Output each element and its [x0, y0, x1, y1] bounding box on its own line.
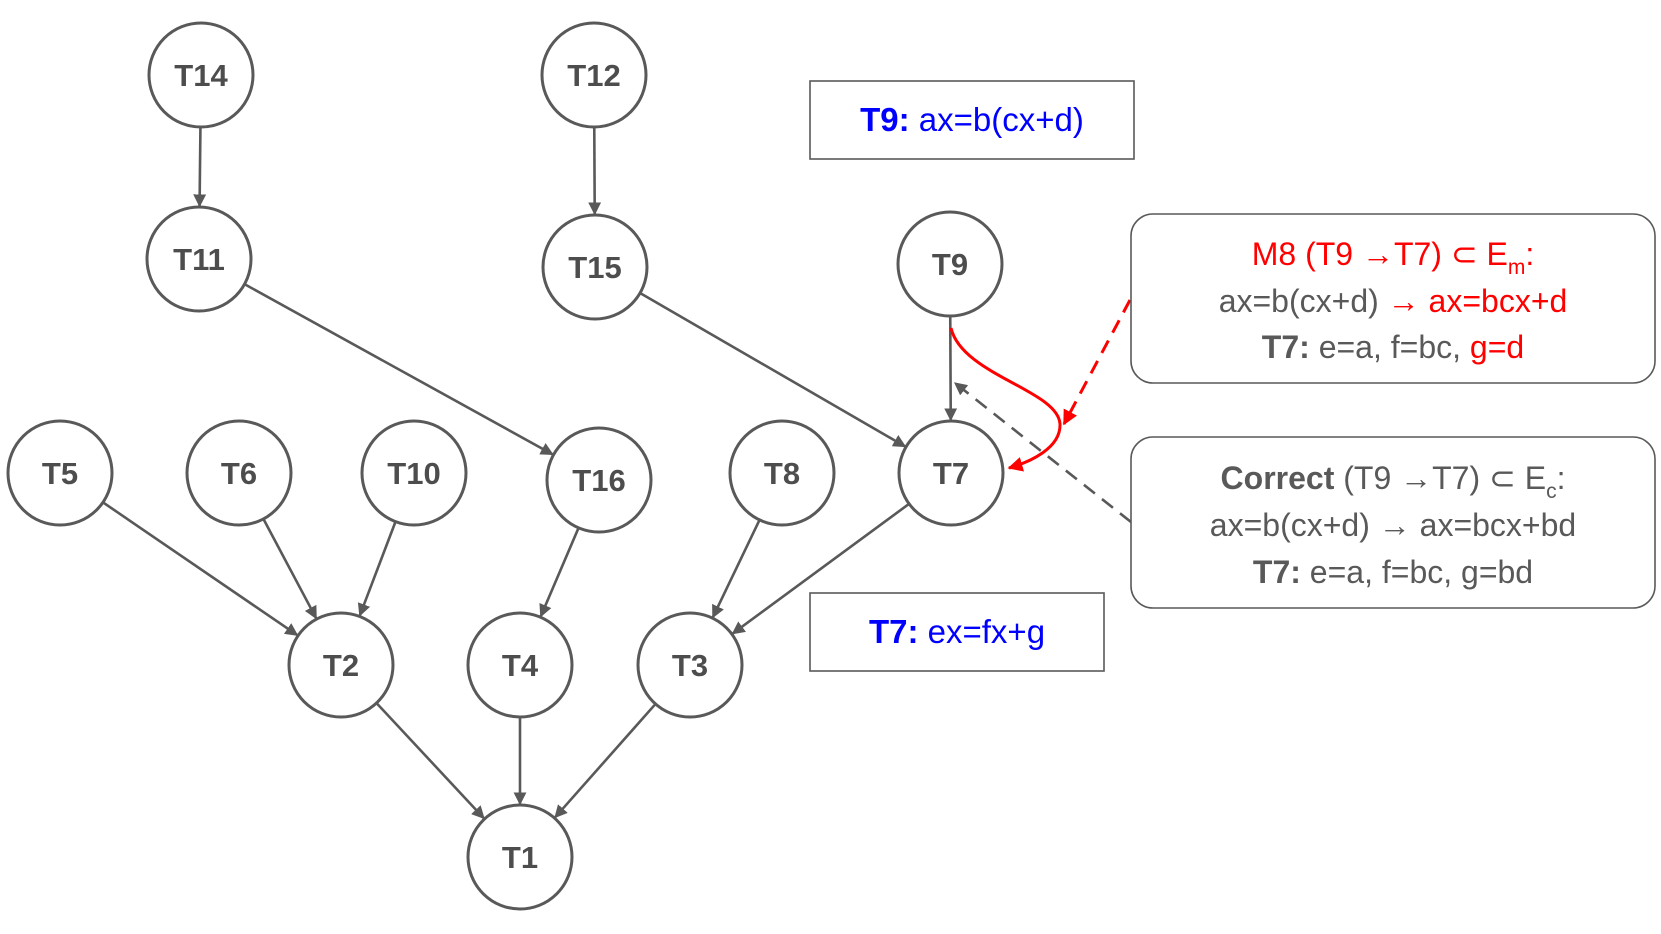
node-circle [541, 213, 649, 321]
mistake-line1-sub: m [1508, 256, 1526, 279]
mistake-line1-suffix: : [1525, 236, 1534, 272]
node-circle [466, 611, 574, 719]
node-label: T3 [672, 648, 708, 683]
equation-t7-text: ex=fx+g [928, 613, 1045, 650]
mistake-pointer [1062, 299, 1132, 426]
node-t7: T7 [897, 419, 1005, 527]
mistake-line2-to: ax=bcx+d [1429, 283, 1568, 319]
node-circle [145, 205, 253, 313]
node-t10: T10 [360, 419, 468, 527]
edge-t10-t2 [357, 521, 397, 617]
node-t5: T5 [6, 419, 114, 527]
node-circle [545, 426, 653, 534]
mistake-line3-values: e=a, f=bc, [1310, 329, 1470, 365]
node-t3: T3 [636, 611, 744, 719]
node-circle [636, 611, 744, 719]
node-label: T12 [567, 58, 620, 93]
node-label: T9 [932, 247, 968, 282]
node-label: T14 [174, 58, 228, 93]
mistake-line1-prefix: M8 (T9 →T7) ⊂ E [1252, 236, 1508, 272]
node-t8: T8 [728, 419, 836, 527]
node-circle [147, 21, 255, 129]
node-label: T7 [933, 456, 969, 491]
edge-t7-t3 [731, 502, 910, 635]
edge-t14-t11 [193, 126, 207, 208]
svg-text:ax=b(cx+d) → ax=bcx+d: ax=b(cx+d) → ax=bcx+d [1219, 283, 1568, 319]
node-label: T11 [173, 242, 225, 277]
correct-pointer [953, 381, 1132, 524]
node-circle [466, 803, 574, 911]
node-circle [896, 210, 1004, 318]
edges-layer [102, 126, 958, 820]
node-t16: T16 [545, 426, 653, 534]
mistake-line2-arrow: → [1379, 283, 1429, 319]
node-t1: T1 [466, 803, 574, 911]
node-t11: T11 [145, 205, 253, 313]
equation-note-t9: T9: ax=b(cx+d) [809, 80, 1135, 160]
node-t12: T12 [540, 21, 648, 129]
node-circle [360, 419, 468, 527]
node-label: T6 [221, 456, 257, 491]
node-circle [6, 419, 114, 527]
svg-text:T7: e=a, f=bc, g=bd: T7: e=a, f=bc, g=bd [1253, 554, 1533, 590]
edge-t16-t4 [539, 527, 580, 618]
node-circle [728, 419, 836, 527]
node-circle [897, 419, 1005, 527]
edge-t8-t3 [711, 519, 761, 619]
edge-t15-t7 [639, 291, 907, 448]
node-t14: T14 [147, 21, 255, 129]
node-t2: T2 [287, 611, 395, 719]
correct-line1-prefix: (T9 →T7) ⊂ E [1334, 460, 1546, 496]
svg-text:T9: ax=b(cx+d): T9: ax=b(cx+d) [860, 101, 1084, 138]
mistake-line2-from: ax=b(cx+d) [1219, 283, 1379, 319]
node-circle [287, 611, 395, 719]
mistake-line3-wrong: g=d [1470, 329, 1524, 365]
correct-line3-label: T7: [1253, 554, 1301, 590]
node-circle [540, 21, 648, 129]
edge-t6-t2 [262, 518, 318, 620]
equation-t7-label: T7: [869, 613, 919, 650]
node-circle [185, 419, 293, 527]
mistake-line3-label: T7: [1262, 329, 1310, 365]
correct-line3-values: e=a, f=bc, g=bd [1301, 554, 1533, 590]
node-t4: T4 [466, 611, 574, 719]
node-label: T15 [568, 250, 621, 285]
node-t9: T9 [896, 210, 1004, 318]
node-label: T1 [502, 840, 538, 875]
correct-line1-label: Correct [1221, 460, 1335, 496]
node-label: T10 [387, 456, 440, 491]
correct-line2: ax=b(cx+d) → ax=bcx+bd [1210, 507, 1576, 543]
edge-t11-t16 [243, 283, 554, 456]
mistake-edge-t9-t7 [949, 327, 1062, 472]
svg-text:T7: ex=fx+g: T7: ex=fx+g [869, 613, 1045, 650]
mistake-callout: M8 (T9 →T7) ⊂ Em: ax=b(cx+d) → ax=bcx+d … [1130, 213, 1656, 384]
correct-callout: Correct (T9 →T7) ⊂ Ec: ax=b(cx+d) → ax=b… [1130, 436, 1656, 609]
node-label: T16 [572, 463, 625, 498]
equation-t9-label: T9: [860, 101, 910, 138]
equation-note-t7: T7: ex=fx+g [809, 592, 1105, 672]
correct-line1-sub: c [1546, 480, 1557, 503]
edge-t5-t2 [102, 501, 299, 637]
node-label: T5 [42, 456, 78, 491]
edge-t2-t1 [375, 702, 485, 820]
node-label: T8 [764, 456, 800, 491]
node-label: T2 [323, 648, 359, 683]
svg-text:M8 (T9 →T7) ⊂ Em:: M8 (T9 →T7) ⊂ Em: [1252, 236, 1535, 279]
edge-t3-t1 [554, 703, 657, 819]
svg-text:T7: e=a, f=bc, g=d: T7: e=a, f=bc, g=d [1262, 329, 1524, 365]
equation-t9-text: ax=b(cx+d) [919, 101, 1084, 138]
node-t15: T15 [541, 213, 649, 321]
node-t6: T6 [185, 419, 293, 527]
correct-line1-suffix: : [1557, 460, 1566, 496]
svg-text:Correct (T9 →T7) ⊂ Ec:: Correct (T9 →T7) ⊂ Ec: [1221, 460, 1566, 503]
node-label: T4 [502, 648, 539, 683]
